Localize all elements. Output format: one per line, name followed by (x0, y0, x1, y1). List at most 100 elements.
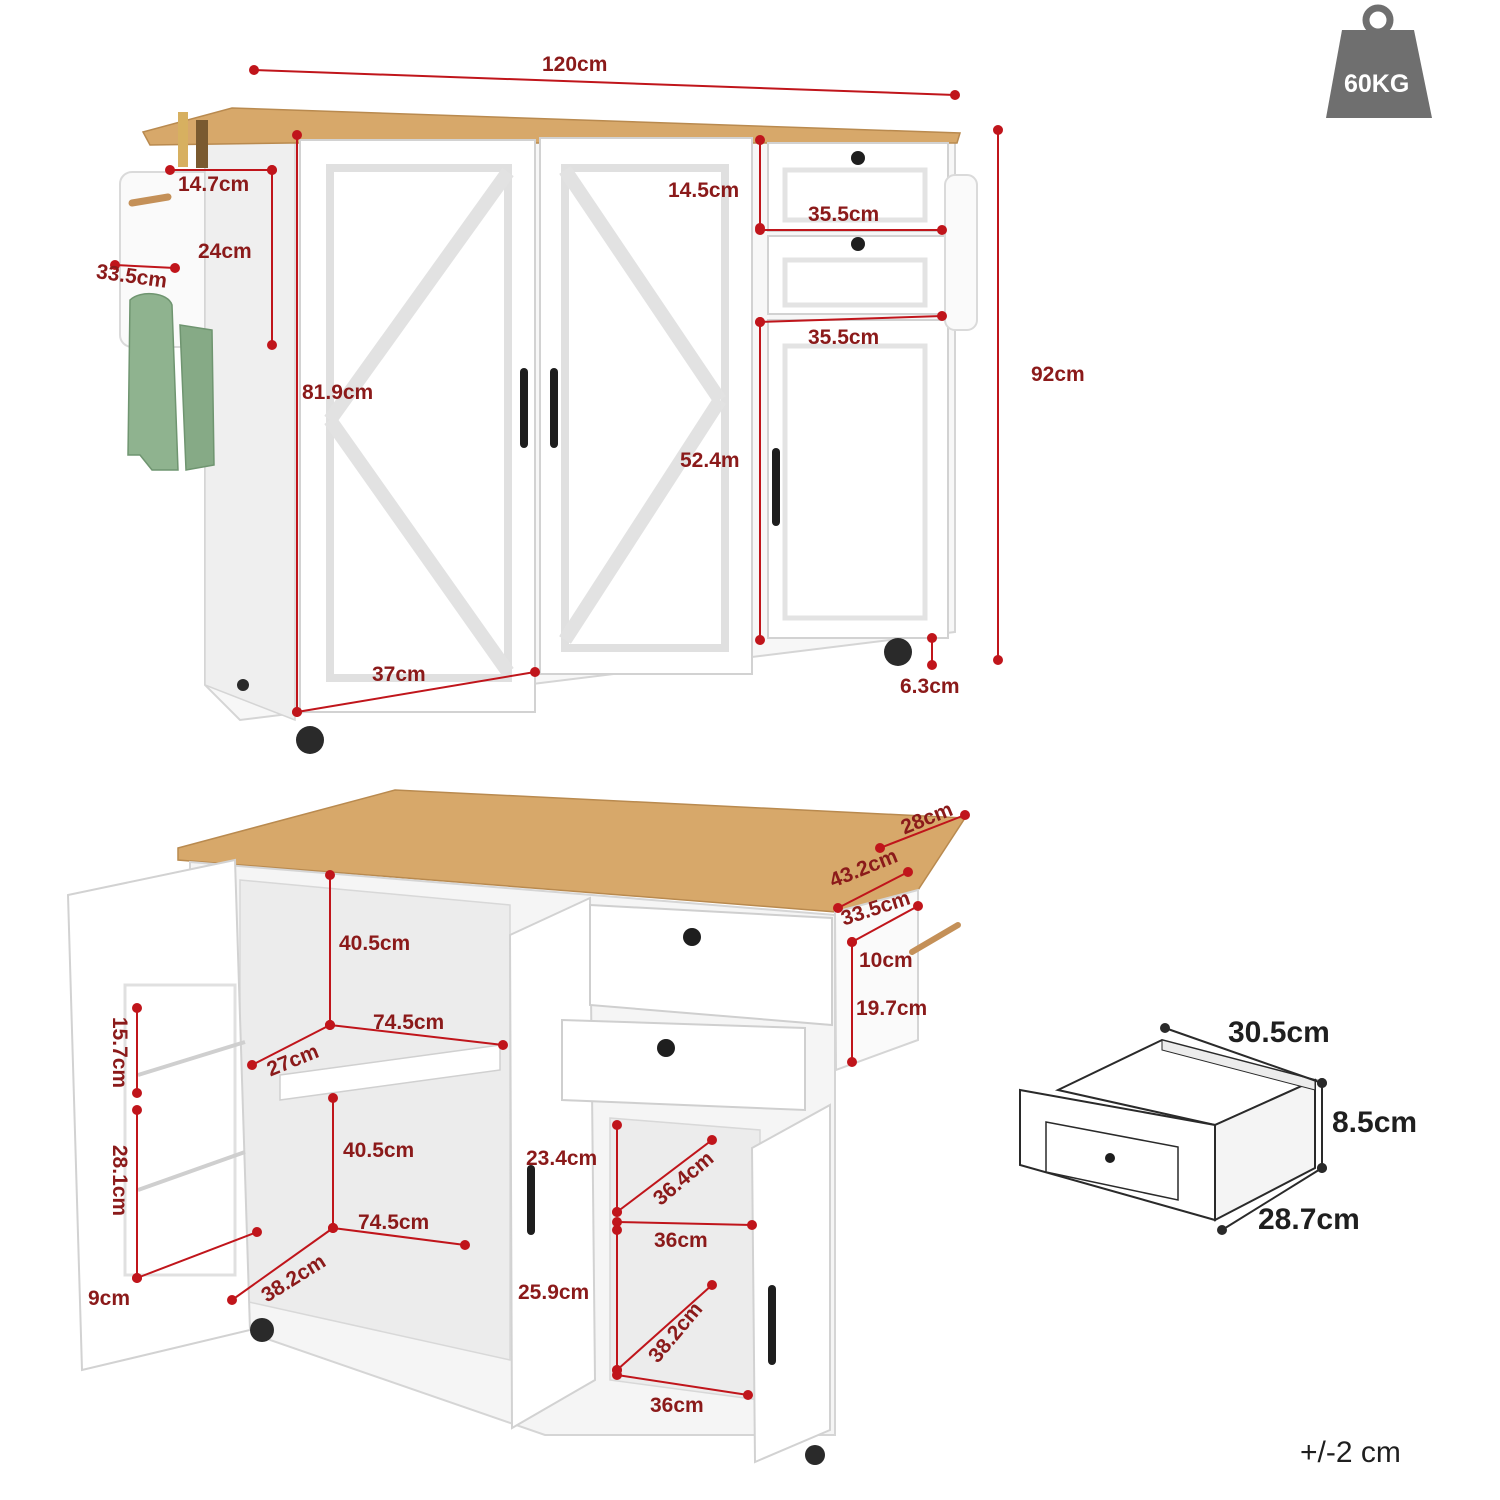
drawer-height: 8.5cm (1332, 1106, 1418, 1139)
side-door (767, 319, 949, 639)
dim-upper-shelf-height: 40.5cm (339, 932, 411, 955)
dim-line-door-width-endpoint (530, 667, 540, 677)
dim-door-shelf-28-1: 28.1cm (108, 1144, 132, 1217)
dim-line-lower-shelf-depth-endpoint (227, 1295, 237, 1305)
drawer-width: 30.5cm (1228, 1016, 1330, 1049)
dim-line-drawer-depth-endpoint (1317, 1163, 1327, 1173)
drawer-depth: 28.7cm (1258, 1203, 1360, 1236)
dim-line-total-width (253, 69, 956, 96)
dim-line-side-door-height-endpoint (755, 635, 765, 645)
dim-line-total-height-endpoint (993, 125, 1003, 135)
dim-line-leaf-width (879, 814, 966, 849)
dim-line-top-depth (837, 871, 909, 909)
dim-line-drawer-width-top-endpoint (937, 225, 947, 235)
dim-drawer-height: 14.5cm (668, 179, 740, 202)
inner-shelf (279, 1044, 501, 1101)
towel-bar (128, 193, 172, 207)
dim-rack-width: 14.7cm (178, 173, 250, 196)
dim-line-rack-height-endpoint (267, 340, 277, 350)
dim-line-side-38-2-endpoint (707, 1280, 717, 1290)
dim-line-lower-shelf-depth-endpoint (328, 1223, 338, 1233)
dim-line-rack-depth (114, 264, 176, 269)
dim-line-side-38-2 (616, 1284, 713, 1371)
dim-barn-door-height: 81.9cm (302, 381, 374, 404)
dim-line-side-36-bottom-endpoint (612, 1370, 622, 1380)
dim-line-drawer-width-endpoint (1160, 1023, 1170, 1033)
dim-door-shelf-15-7: 15.7cm (108, 1016, 132, 1089)
dim-line-top-depth-endpoint (903, 867, 913, 877)
drawer-knob-upper (851, 151, 865, 165)
dim-line-rack-height-endpoint (267, 165, 277, 175)
dim-line-side-36-4 (616, 1139, 713, 1213)
dim-line-door-width-endpoint (292, 707, 302, 717)
dim-door-shelf-9: 9cm (88, 1287, 131, 1310)
dim-line-side-36-4-endpoint (707, 1135, 717, 1145)
dim-line-upper-shelf-depth-endpoint (325, 1020, 335, 1030)
dim-line-drawer-width-bottom (759, 315, 943, 323)
open-right-door (750, 1103, 831, 1464)
dim-side-door-height: 52.4m (680, 449, 740, 472)
drawer-open-lower (561, 1018, 806, 1112)
dim-line-door-shelf-15-7-endpoint (132, 1088, 142, 1098)
bottle (196, 120, 208, 168)
dim-line-side-36-mid-endpoint (612, 1217, 622, 1227)
dim-line-lower-shelf-depth (231, 1227, 334, 1301)
side-door-handle (772, 448, 780, 526)
dim-line-wheel-height-endpoint (927, 660, 937, 670)
weight-badge-text: 60KG (1344, 70, 1410, 98)
door-handle-right (550, 368, 558, 448)
dim-line-side-rack-depth-endpoint (913, 901, 923, 911)
dim-line-top-depth-endpoint (833, 903, 843, 913)
dim-line-lower-shelf-height-endpoint (328, 1093, 338, 1103)
dim-side-rack-19-7: 19.7cm (856, 997, 928, 1020)
dim-line-door-width (296, 671, 536, 713)
caster-wheel (884, 638, 912, 666)
dim-total-width: 120cm (542, 53, 608, 76)
dim-line-barn-door-height-endpoint (292, 130, 302, 140)
dim-wheel-height: 6.3cm (900, 675, 960, 698)
dim-line-side-rack-height-endpoint (847, 1057, 857, 1067)
dim-door-width: 37cm (372, 663, 426, 686)
dim-line-lower-shelf-width (332, 1227, 466, 1246)
caster-wheel (296, 726, 324, 754)
dim-line-leaf-width-endpoint (875, 843, 885, 853)
door-handle-left (520, 368, 528, 448)
dim-total-height: 92cm (1031, 363, 1085, 386)
drawer-knob (1105, 1153, 1115, 1163)
dim-side-25-9: 25.9cm (518, 1281, 590, 1304)
dim-line-side-36-mid-endpoint (747, 1220, 757, 1230)
dim-line-total-width-endpoint (249, 65, 259, 75)
door-rail (137, 1040, 246, 1077)
dim-line-total-width-endpoint (950, 90, 960, 100)
open-view-cabinet (66, 789, 967, 1465)
dim-line-rack-depth-endpoint (110, 260, 120, 270)
dim-line-side-rack-height-endpoint (847, 937, 857, 947)
dim-line-drawer-width (1164, 1027, 1323, 1084)
dim-line-rack-width-endpoint (165, 165, 175, 175)
dim-line-side-door-height-endpoint (755, 317, 765, 327)
dim-line-side-36-mid (616, 1221, 753, 1226)
dim-line-drawer-width-top-endpoint (755, 225, 765, 235)
dim-line-drawer-height-endpoint (755, 135, 765, 145)
dim-drawer-width-bottom: 35.5cm (808, 326, 880, 349)
dim-side-23-4: 23.4cm (526, 1147, 598, 1170)
dim-side-36-bottom: 36cm (650, 1394, 704, 1417)
dim-line-upper-shelf-width (329, 1024, 504, 1046)
dim-line-door-shelf-9 (136, 1231, 258, 1279)
dim-line-drawer-depth-endpoint (1217, 1225, 1227, 1235)
dim-line-upper-shelf-depth (251, 1024, 331, 1066)
dim-line-door-shelf-15-7-endpoint (132, 1003, 142, 1013)
dim-lower-shelf-height: 40.5cm (343, 1139, 415, 1162)
dim-line-door-shelf-9-endpoint (252, 1227, 262, 1237)
dim-line-drawer-height-endpoint (1317, 1078, 1327, 1088)
dim-line-side-36-bottom (616, 1374, 749, 1396)
dim-upper-shelf-width: 74.5cm (373, 1011, 445, 1034)
dim-lower-shelf-width: 74.5cm (358, 1211, 430, 1234)
dim-line-lower-shelf-width-endpoint (460, 1240, 470, 1250)
dim-line-drawer-width-bottom-endpoint (937, 311, 947, 321)
dim-line-door-shelf-9-endpoint (132, 1273, 142, 1283)
dim-line-side-23-4-endpoint (612, 1120, 622, 1130)
drawer-knob (683, 928, 701, 946)
dim-line-leaf-width-endpoint (960, 810, 970, 820)
